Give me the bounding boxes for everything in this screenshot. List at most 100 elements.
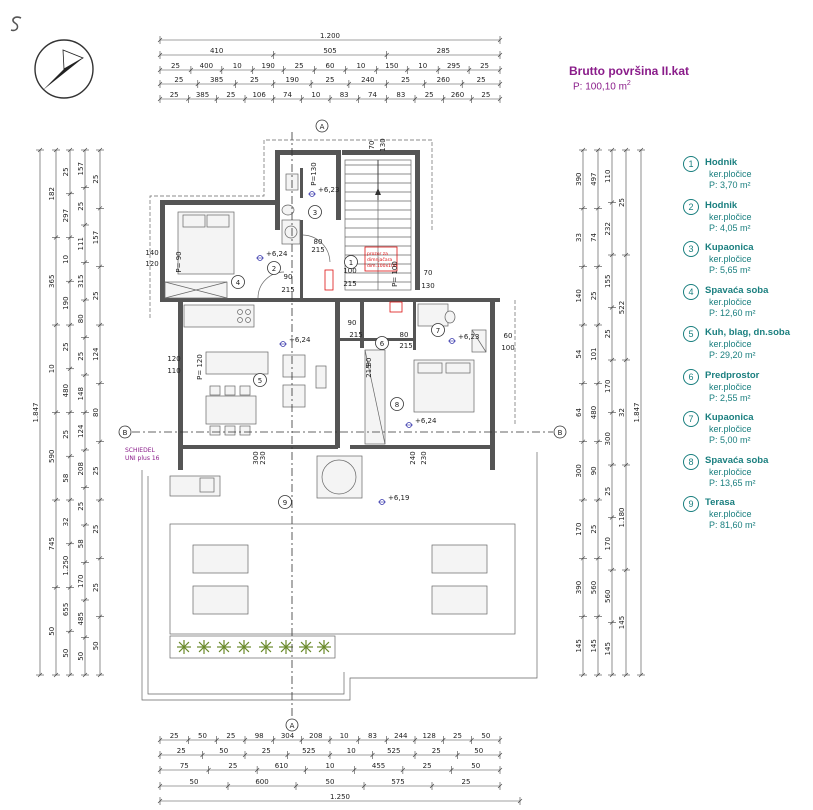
dim-label: 50 xyxy=(190,778,199,786)
legend-area: P: 5,00 m² xyxy=(709,435,751,445)
dim-label: 182 xyxy=(48,187,56,200)
dim-label: 25 xyxy=(77,202,85,211)
dim-label: 480 xyxy=(590,406,598,419)
opening-dim: 110 xyxy=(167,367,180,375)
dim-label: 111 xyxy=(77,237,85,250)
axis-b-left-marker: B xyxy=(118,425,132,439)
terrace-outline xyxy=(141,452,538,701)
dim-label: 50 xyxy=(219,747,228,755)
dim-label: 190 xyxy=(62,296,70,309)
legend-number: 3 xyxy=(683,241,699,257)
dim-label: 33 xyxy=(575,233,583,242)
dim-label: 25 xyxy=(250,76,259,84)
legend-material: ker.pločice xyxy=(709,509,752,519)
dim-label: 83 xyxy=(340,91,349,99)
dim-label: 101 xyxy=(590,347,598,360)
axis-lines xyxy=(132,132,553,718)
dim-label: 315 xyxy=(77,275,85,288)
opening-dim: 130 xyxy=(379,138,387,151)
dim-label: 145 xyxy=(618,616,626,629)
kitchen-furniture xyxy=(183,304,327,436)
room-number: 7 xyxy=(436,327,440,335)
dim-label: 25 xyxy=(170,732,179,740)
dim-label: 25 xyxy=(62,430,70,439)
dim-label: 1.847 xyxy=(32,402,40,422)
dim-label: 208 xyxy=(309,732,322,740)
bathroom-7-fixtures xyxy=(417,303,487,353)
opening-dim: 80 xyxy=(400,331,409,339)
dim-label: 150 xyxy=(385,62,398,70)
legend-area: P: 12,60 m² xyxy=(709,307,756,318)
legend-area: P: 2,55 m² xyxy=(709,392,751,403)
legend-number: 7 xyxy=(683,411,699,427)
level-label: +6,24 xyxy=(289,336,311,344)
opening-dim: 90 xyxy=(348,319,357,327)
dim-label: 25 xyxy=(92,583,100,592)
dim-label: 50 xyxy=(471,762,480,770)
legend-area: P: 29,20 m² xyxy=(709,350,756,360)
dim-label: 300 xyxy=(604,432,612,445)
dim-label: 190 xyxy=(261,62,274,70)
axis-a-bottom-label: A xyxy=(290,722,295,730)
dim-label: 25 xyxy=(226,91,235,99)
room-marker: 4 xyxy=(231,275,245,289)
level-markers: +6,23+6,24+6,24+6,23+6,24+6,19 xyxy=(256,186,479,505)
dim-label: 10 xyxy=(356,62,365,70)
opening-dim: 215 xyxy=(311,246,324,254)
dim-label: 170 xyxy=(604,537,612,550)
legend-area: P: 4,05 m² xyxy=(709,222,751,233)
opening-dim: 70 xyxy=(368,141,376,150)
dim-label: 410 xyxy=(210,47,223,55)
dim-label: 25 xyxy=(481,91,490,99)
dim-label: 25 xyxy=(295,62,304,70)
bottom-total-row: 1.250 xyxy=(157,793,523,805)
dim-label: 1.250 xyxy=(330,793,350,801)
dim-label: 25 xyxy=(432,747,441,755)
dim-label: 560 xyxy=(604,590,612,603)
legend-room-name: Kuh, blag, dn.soba xyxy=(705,327,790,338)
legend-room-name: Kupaonica xyxy=(705,412,754,423)
dim-label: 285 xyxy=(437,47,450,55)
legend-number: 1 xyxy=(683,156,699,172)
opening-dim: 215 xyxy=(399,342,412,350)
dim-label: 10 xyxy=(418,62,427,70)
floor-title: Brutto površina II.kat xyxy=(569,64,690,78)
opening-dim: 130 xyxy=(421,282,434,290)
dim-label: 75 xyxy=(180,762,189,770)
dim-label: 560 xyxy=(590,581,598,594)
room-number: 5 xyxy=(258,377,262,385)
dim-label: 480 xyxy=(62,384,70,397)
dim-label: 25 xyxy=(326,76,335,84)
legend-room-name: Predprostor xyxy=(705,369,760,381)
dim-label: 74 xyxy=(590,233,598,242)
dim-label: 124 xyxy=(77,424,85,438)
room-marker: 2 xyxy=(267,261,281,275)
opening-dim: 215 xyxy=(281,286,294,294)
legend-room-name: Hodnik xyxy=(705,199,738,211)
right-dimensions: 3903314054643001703901454977425101480902… xyxy=(575,147,645,678)
level-marker: +6,23 xyxy=(308,186,339,197)
legend-material: ker.pločice xyxy=(709,424,752,434)
opening-dim: 215 xyxy=(349,331,362,339)
dim-label: 148 xyxy=(77,387,85,400)
bedroom-8-furniture xyxy=(364,349,475,445)
dim-label: 145 xyxy=(575,639,583,652)
plant-icon xyxy=(259,640,273,654)
dim-label: 525 xyxy=(302,747,315,755)
dim-label: 610 xyxy=(275,762,288,770)
level-label: +6,24 xyxy=(266,250,288,258)
scroll-s-icon xyxy=(10,16,22,32)
dim-label: 190 xyxy=(286,76,299,84)
dim-label: 145 xyxy=(590,639,598,652)
room-marker: 8 xyxy=(390,397,404,411)
dim-label: 390 xyxy=(575,581,583,594)
dim-label: 1.180 xyxy=(618,507,626,527)
